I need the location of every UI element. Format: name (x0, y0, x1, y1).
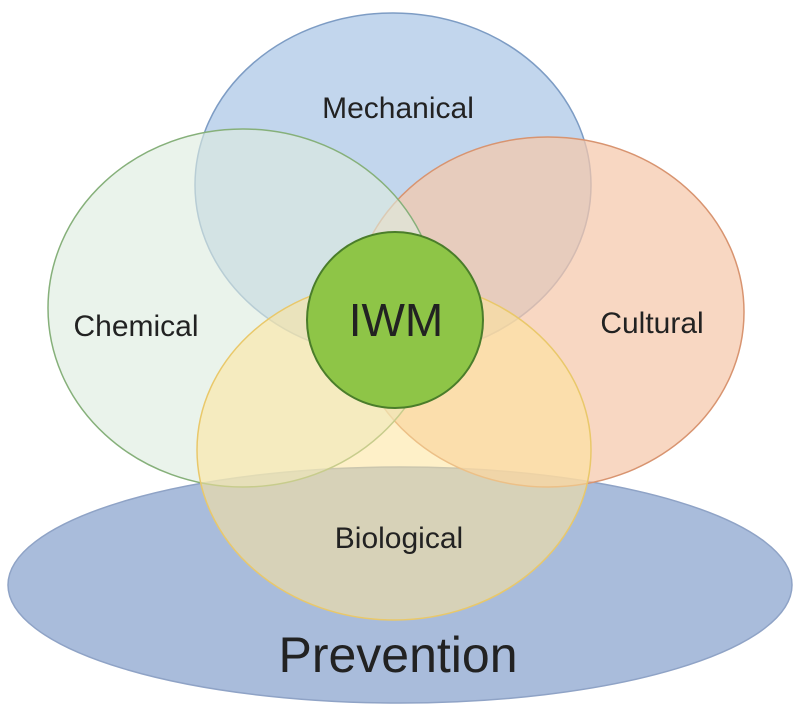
chemical-label: Chemical (73, 310, 198, 343)
iwm-center-circle (306, 231, 484, 409)
biological-label: Biological (335, 522, 463, 555)
iwm-label: IWM (349, 294, 444, 346)
cultural-label: Cultural (600, 307, 703, 340)
prevention-label: Prevention (278, 627, 517, 683)
mechanical-label: Mechanical (322, 92, 474, 125)
